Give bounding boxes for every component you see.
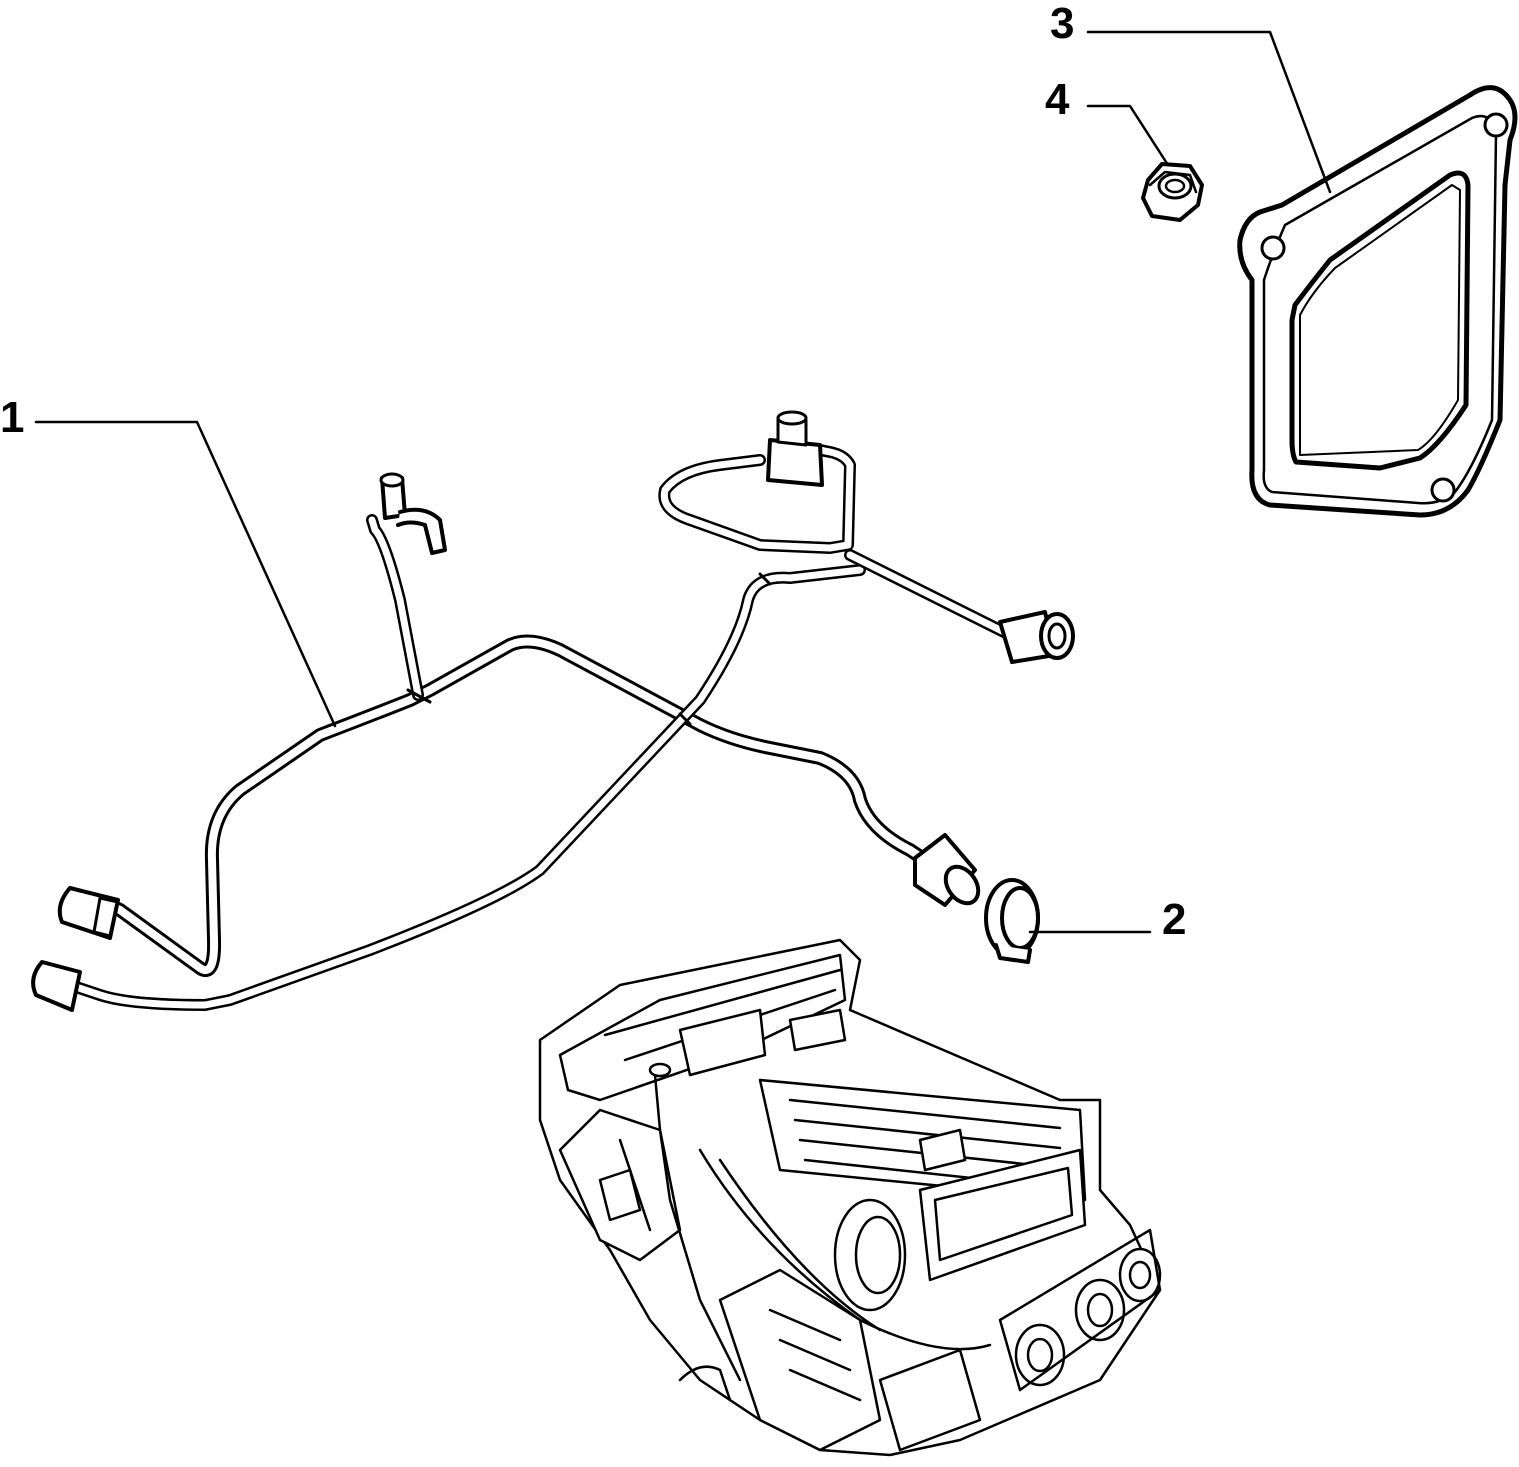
leader-line-1 bbox=[34, 420, 337, 728]
lower-left-fitting bbox=[31, 960, 82, 1012]
leader-lines bbox=[34, 30, 1332, 934]
left-upper-fitting bbox=[57, 886, 120, 940]
callout-2: 2 bbox=[1162, 895, 1187, 944]
hvac-unit bbox=[538, 938, 1162, 1457]
heater-hose-assembly bbox=[31, 410, 1075, 1012]
upper-bleeder-loop bbox=[658, 410, 856, 554]
callout-3: 3 bbox=[1050, 0, 1075, 48]
right-outlet-branch bbox=[844, 549, 1075, 664]
hex-nut bbox=[1141, 162, 1204, 222]
leader-line-3 bbox=[1086, 30, 1332, 194]
junction-marks bbox=[406, 572, 772, 726]
right-end-fitting bbox=[913, 833, 981, 907]
gasket-plate bbox=[1237, 85, 1518, 518]
main-hose bbox=[103, 634, 947, 977]
lower-hose bbox=[64, 564, 866, 1011]
hose-clamp bbox=[984, 878, 1040, 964]
vertical-branch bbox=[366, 472, 447, 701]
callout-1: 1 bbox=[0, 393, 25, 442]
leader-line-4 bbox=[1086, 104, 1170, 167]
callout-4: 4 bbox=[1045, 75, 1070, 124]
